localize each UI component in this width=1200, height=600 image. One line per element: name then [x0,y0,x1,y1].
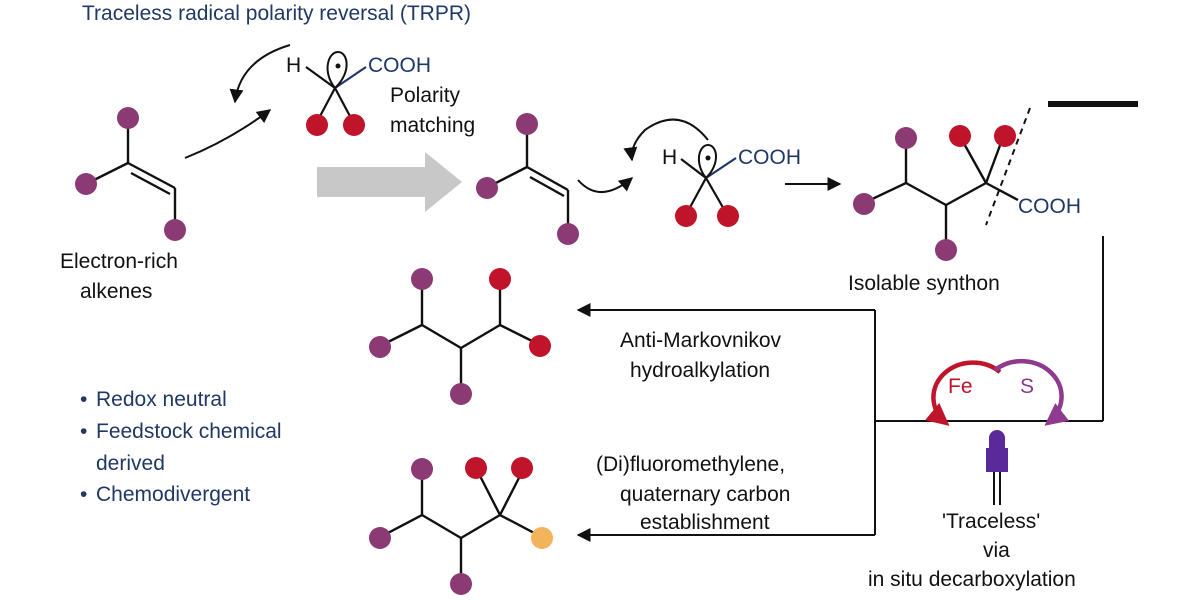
feature-list: • Redox neutral • Feedstock chemical der… [80,388,282,506]
fe-label: Fe [948,375,973,398]
led-icon [986,430,1008,505]
substituent-purple [411,268,433,290]
substituent-purple [516,113,538,135]
bullet-item: derived [96,452,165,475]
polarity-label-1: Polarity [390,84,461,107]
product-cooh-label: COOH [1018,195,1081,218]
substituent-purple [369,336,391,358]
curved-arrow [577,177,634,193]
curved-arrow [184,109,272,159]
via-label: via [983,539,1010,562]
orbital-lobe [697,143,717,180]
substituent-purple [476,177,498,199]
cooh-label: COOH [368,54,431,77]
substituent-orange [531,527,553,549]
title: Traceless radical polarity reversal (TRP… [82,2,471,25]
substituent-purple [75,173,97,195]
substituent-purple [450,573,472,595]
substituent-red [511,457,533,479]
anti-markovnikov-label: Anti-Markovnikov [620,329,782,352]
substituent-red [949,125,971,147]
bullet-dot: • [80,388,87,411]
decarboxylation-label: in situ decarboxylation [868,568,1076,591]
substituent-purple [557,223,579,245]
hydrogen-label: H [286,54,301,77]
substituent-purple [450,383,472,405]
bullet-dot: • [80,420,87,443]
bullet-item: Redox neutral [96,388,227,411]
cooh-label: COOH [738,146,801,169]
substituent-purple [895,127,917,149]
substituent-red [343,114,365,136]
bond-cleavage-dashed [985,107,1031,226]
bullet-dot: • [80,483,87,506]
substituent-red [675,205,697,227]
alkene-middle [487,126,570,230]
product-quaternary [381,471,541,580]
difluoro-label-2: quaternary carbon [620,483,790,506]
hydroalkylation-label: hydroalkylation [630,359,770,382]
difluoro-label-3: establishment [640,511,770,534]
substituent-red [717,205,739,227]
curved-arrow [623,118,709,162]
bullet-item: Chemodivergent [96,483,250,506]
substituent-purple [369,527,391,549]
radical-middle: H COOH [662,143,801,227]
traceless-label: 'Traceless' [942,510,1040,533]
difluoro-label-1: (Di)fluoromethylene, [596,453,785,476]
substituent-purple [117,107,139,129]
s-cycle-arrow [993,358,1070,426]
s-label: S [1020,375,1034,398]
substituent-purple [935,239,957,261]
substituent-red [489,268,511,290]
curved-arrow [229,44,291,104]
fe-cycle-arrow [924,360,1002,426]
isolable-label: Isolable synthon [848,272,1000,295]
reaction-arrow-gray [317,152,462,212]
hydrogen-label: H [662,146,677,169]
product-hydroalkylation [381,283,539,390]
alkene-left [87,120,177,228]
electron-rich-label-1: Electron-rich [60,250,178,273]
polarity-label-2: matching [390,114,475,137]
substituent-purple [411,458,433,480]
substituent-red [465,457,487,479]
orbital-lobe [326,50,348,90]
substituent-purple [164,219,186,241]
substituent-red [994,125,1016,147]
radical-top: H COOH [286,50,431,136]
electron-rich-label-2: alkenes [80,280,152,303]
substituent-purple [853,193,875,215]
isolable-synthon [865,139,1019,245]
substituent-red [529,335,551,357]
bullet-item: Feedstock chemical [96,420,282,443]
substituent-red [306,114,328,136]
